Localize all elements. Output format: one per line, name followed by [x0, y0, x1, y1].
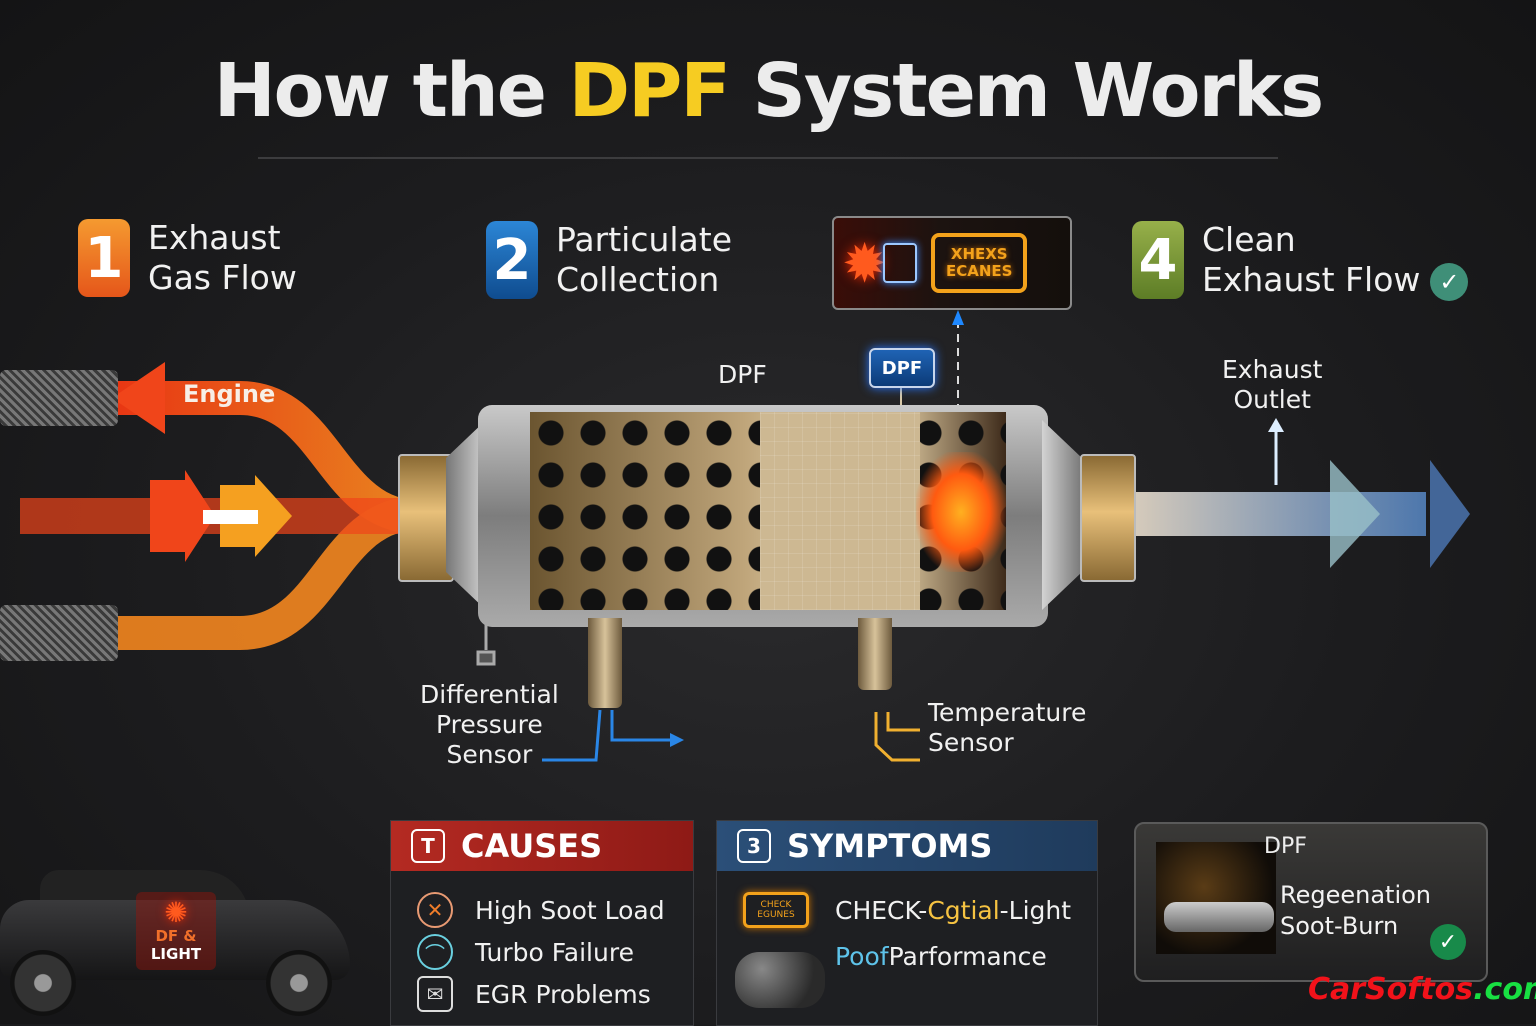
check-icon: ✓ — [1430, 924, 1466, 960]
title-divider — [258, 157, 1278, 159]
dpf-label: DPF — [718, 360, 767, 389]
front-wheel — [266, 950, 332, 1016]
dpf-warning-icon: ✺ — [164, 896, 188, 929]
step-1-badge: 1 — [78, 219, 130, 297]
turbo-icon: ⌒ — [417, 934, 453, 970]
check-icon: ✓ — [1430, 262, 1469, 301]
watermark: CarSoftos.com — [1308, 972, 1536, 1007]
soot-burn-glow — [916, 452, 1006, 572]
cause-item: ⌒Turbo Failure — [391, 931, 693, 973]
regen-image — [1156, 842, 1276, 954]
dpf-filter-core — [530, 412, 1006, 610]
dpf-light-sign: ✺ DF & LIGHT — [136, 892, 216, 970]
dpf-cylinder-icon — [1164, 902, 1274, 932]
step-2-badge: 2 — [486, 221, 538, 299]
outlet-arrow-1 — [1330, 460, 1380, 568]
step-4-badge: 4 — [1132, 221, 1184, 300]
pressure-line — [542, 709, 602, 762]
device-icon — [883, 243, 918, 283]
outlet-stream — [1136, 492, 1426, 536]
rear-wheel — [10, 950, 76, 1016]
top-arrow — [112, 362, 165, 434]
gear-warning-icon: ✹ — [842, 231, 888, 295]
sensor-knob-illustration — [735, 952, 825, 1008]
page-title: How the DPF System Works — [213, 48, 1324, 134]
egr-icon: ✉ — [417, 976, 453, 1012]
temp-line — [874, 712, 920, 762]
engine-pipe-top — [0, 370, 118, 426]
x-icon: ✕ — [417, 892, 453, 928]
outlet-arrow-2 — [1430, 460, 1470, 568]
symptoms-header-icon: 3 — [737, 829, 771, 863]
temperature-sensor — [858, 618, 892, 690]
inlet-flange — [398, 454, 454, 582]
causes-header-icon: T — [411, 829, 445, 863]
pressure-sensor — [588, 618, 622, 708]
car-illustration: ✺ DF & LIGHT — [0, 860, 360, 1024]
cause-item: ✉EGR Problems — [391, 973, 693, 1015]
middle-arrow-1 — [150, 470, 215, 562]
engine-pipe-bottom — [0, 605, 118, 661]
cause-item: ✕High Soot Load — [391, 889, 693, 931]
engine-label: Engine — [183, 380, 276, 408]
middle-dash — [203, 510, 258, 524]
outlet-flange — [1080, 454, 1136, 582]
regen-dpf-tag: DPF — [1264, 834, 1307, 859]
title-highlight: DPF — [568, 48, 731, 134]
dpf-tag: DPF — [869, 348, 935, 388]
symptom-item: Poof Parformance — [835, 941, 1047, 971]
